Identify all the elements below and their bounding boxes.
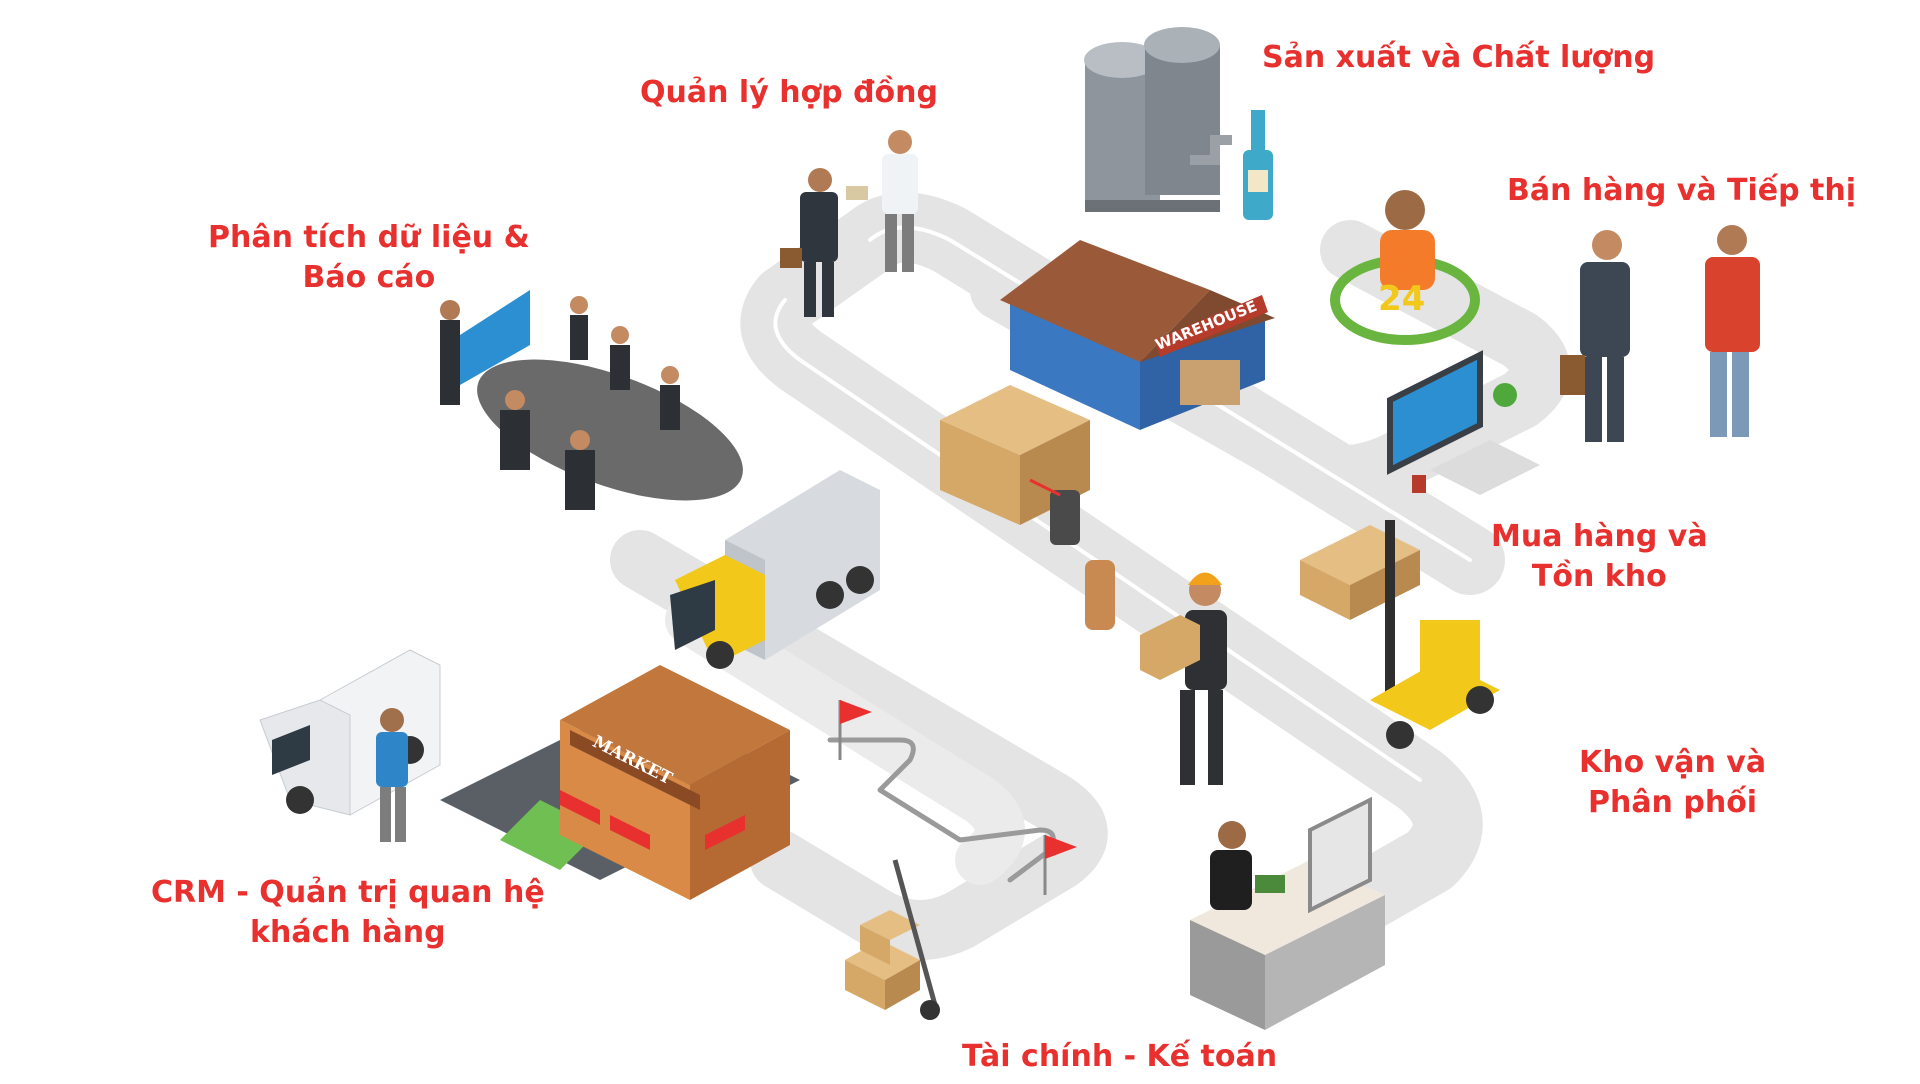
purchasing-inventory-label: Mua hàng và Tồn kho bbox=[1491, 517, 1708, 597]
delivery-van bbox=[259, 649, 441, 816]
market-store: MARKET bbox=[440, 665, 800, 900]
barcode-scanner-icon bbox=[1029, 478, 1115, 630]
courier-person bbox=[376, 708, 408, 842]
warehouse-worker bbox=[1140, 572, 1227, 785]
delivery-truck bbox=[670, 470, 880, 669]
logistics-distribution-label: Kho vận và Phân phối bbox=[1579, 743, 1766, 823]
warehouse-building: WAREHOUSE bbox=[1000, 240, 1275, 430]
flag-icon bbox=[838, 700, 1077, 895]
label-line: Phân tích dữ liệu & bbox=[208, 220, 530, 255]
label-line: Bán hàng và Tiếp thị bbox=[1507, 173, 1857, 208]
label-line: Sản xuất và Chất lượng bbox=[1262, 40, 1656, 75]
contract-management-label: Quản lý hợp đồng bbox=[640, 73, 938, 113]
bottle-icon bbox=[1243, 110, 1273, 220]
accounting-desk bbox=[1190, 796, 1385, 1030]
label-line: Tồn kho bbox=[1531, 559, 1667, 594]
meeting-room bbox=[440, 290, 743, 510]
handshake-people-icon bbox=[1560, 225, 1760, 442]
production-quality-label: Sản xuất và Chất lượng bbox=[1262, 38, 1655, 78]
label-line: khách hàng bbox=[250, 915, 446, 950]
left-road bbox=[665, 595, 1025, 885]
finance-accounting-label: Tài chính - Kế toán bbox=[962, 1037, 1277, 1077]
forklift bbox=[1300, 520, 1500, 749]
label-line: Kho vận và bbox=[1579, 745, 1767, 780]
contract-people-icon bbox=[780, 130, 918, 317]
crm-label: CRM - Quản trị quan hệ khách hàng bbox=[151, 873, 545, 953]
hand-truck-boxes bbox=[845, 859, 940, 1020]
silo-tanks bbox=[1084, 27, 1232, 212]
support-hours-text: 24 bbox=[1378, 279, 1425, 319]
data-analytics-label: Phân tích dữ liệu & Báo cáo bbox=[208, 218, 530, 298]
computer-monitor-icon bbox=[1387, 350, 1540, 495]
label-line: Tài chính - Kế toán bbox=[962, 1039, 1278, 1074]
label-line: Phân phối bbox=[1587, 785, 1758, 820]
label-line: Báo cáo bbox=[302, 260, 436, 295]
label-line: Mua hàng và bbox=[1491, 519, 1708, 554]
label-line: CRM - Quản trị quan hệ bbox=[151, 875, 545, 910]
market-awning bbox=[560, 790, 745, 850]
label-line: Quản lý hợp đồng bbox=[640, 75, 938, 110]
sales-marketing-label: Bán hàng và Tiếp thị bbox=[1507, 171, 1856, 211]
support-24-icon: 24 bbox=[1330, 190, 1480, 345]
